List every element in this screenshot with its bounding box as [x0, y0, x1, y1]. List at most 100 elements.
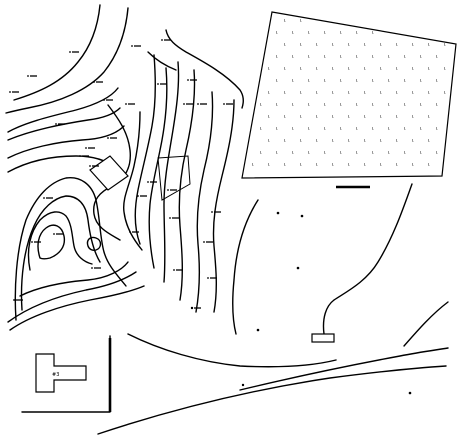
spot-elevation-point: [103, 99, 105, 101]
spot-elevation-point: [31, 241, 33, 243]
tree-symbol: ι: [396, 162, 398, 168]
contour-line: [37, 224, 66, 260]
survey-point: [296, 266, 300, 270]
point-markers: [190, 211, 412, 395]
tree-symbol: ι: [300, 66, 302, 72]
spot-elevation-point: [55, 123, 57, 125]
spot-elevation-point: [147, 181, 149, 183]
tree-symbol: ι: [380, 114, 382, 120]
spot-elevation-point: [173, 269, 175, 271]
contour-line: [13, 4, 101, 101]
tree-symbol: ι: [380, 66, 382, 72]
contour-line: [148, 67, 168, 269]
spot-elevation-point: [53, 233, 55, 235]
tree-symbol: ι: [268, 162, 270, 168]
tree-symbol: ι: [364, 66, 366, 72]
contour-line: [163, 61, 180, 283]
tree-symbol: ι: [404, 126, 406, 132]
tree-symbol: ι: [412, 114, 414, 120]
building-footprint: [35, 353, 87, 393]
tree-symbol: ι: [260, 150, 262, 156]
tree-symbol: ι: [412, 42, 414, 48]
tree-symbol: ι: [284, 90, 286, 96]
survey-point: [256, 328, 260, 332]
tree-symbol: ι: [308, 102, 310, 108]
tree-symbol: ι: [380, 42, 382, 48]
contour-line: [5, 7, 129, 114]
contour-line: [212, 99, 235, 313]
spot-elevation-point: [89, 165, 91, 167]
road-edge-line: [239, 347, 449, 391]
spot-elevation-point: [79, 155, 81, 157]
tree-symbol: ι: [260, 102, 262, 108]
spot-elevation-point: [187, 79, 189, 81]
tree-symbol: ι: [260, 126, 262, 132]
tree-symbol: ι: [364, 90, 366, 96]
tree-symbol: ι: [348, 42, 350, 48]
tree-symbol: ι: [404, 78, 406, 84]
tree-symbol: ι: [292, 54, 294, 60]
contour-line: [86, 236, 102, 251]
tree-symbol: ι: [284, 138, 286, 144]
tree-symbol: ι: [316, 162, 318, 168]
tree-symbol: ι: [420, 126, 422, 132]
contour-line: [27, 211, 93, 271]
spot-elevation-point: [203, 241, 205, 243]
contour-line: [122, 111, 143, 251]
tree-symbol: ι: [388, 150, 390, 156]
tree-symbol: ι: [316, 90, 318, 96]
tree-symbol: ι: [332, 162, 334, 168]
tree-symbol: ι: [340, 78, 342, 84]
survey-point: [300, 214, 304, 218]
spot-elevation-point: [167, 189, 169, 191]
tree-symbol: ι: [332, 138, 334, 144]
tree-symbol: ι: [324, 150, 326, 156]
tree-symbol: ι: [332, 90, 334, 96]
contour-line: [7, 271, 137, 323]
tree-symbol: ι: [412, 90, 414, 96]
spot-elevation-point: [197, 103, 199, 105]
spot-elevation-point: [207, 277, 209, 279]
tree-symbol: ι: [444, 42, 446, 48]
tree-symbol: ι: [308, 54, 310, 60]
tree-symbol: ι: [356, 102, 358, 108]
tree-symbol: ι: [356, 78, 358, 84]
survey-point: [408, 391, 412, 395]
tree-symbol: ι: [340, 102, 342, 108]
tree-symbol: ι: [372, 150, 374, 156]
tree-symbol: ι: [300, 42, 302, 48]
tree-symbol: ι: [284, 162, 286, 168]
tree-symbol: ι: [340, 54, 342, 60]
tree-symbol: ι: [292, 126, 294, 132]
tree-symbol: ι: [276, 150, 278, 156]
tree-symbol: ι: [324, 102, 326, 108]
tree-symbol: ι: [380, 90, 382, 96]
tree-symbol: ι: [356, 150, 358, 156]
tree-symbol: ι: [428, 90, 430, 96]
tree-symbol: ι: [308, 126, 310, 132]
tree-symbol: ι: [340, 30, 342, 36]
tree-symbol: ι: [268, 90, 270, 96]
forest-area-outline: [241, 11, 457, 179]
tree-symbol: ι: [404, 150, 406, 156]
structure-outline: [89, 155, 129, 191]
tree-symbol: ι: [420, 150, 422, 156]
tree-symbol: ι: [436, 78, 438, 84]
tree-symbol: ι: [396, 66, 398, 72]
tree-symbol: ι: [348, 66, 350, 72]
spot-elevation-point: [27, 75, 29, 77]
road-edge-line: [165, 29, 245, 109]
small-structure: [311, 333, 335, 343]
tree-symbol: ι: [340, 150, 342, 156]
tree-symbol: ι: [428, 114, 430, 120]
tree-symbol: ι: [412, 162, 414, 168]
tree-symbol: ι: [348, 138, 350, 144]
tree-symbol: ι: [292, 30, 294, 36]
tree-symbol: ι: [292, 102, 294, 108]
tree-symbol: ι: [284, 42, 286, 48]
tree-symbol: ι: [364, 114, 366, 120]
tree-symbol: ι: [396, 114, 398, 120]
tree-symbol: ι: [436, 54, 438, 60]
